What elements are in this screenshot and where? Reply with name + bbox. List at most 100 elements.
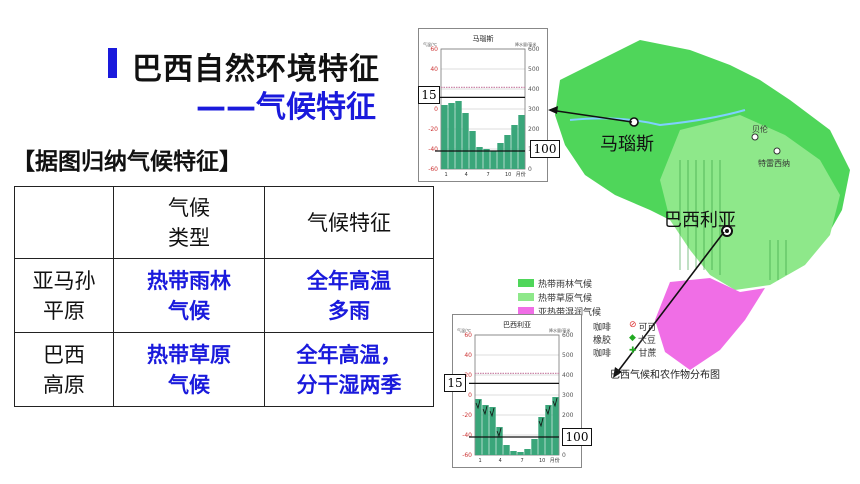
chart-frame [440, 48, 526, 170]
hatch-mark [489, 407, 495, 418]
table-row: 巴西高原 热带草原气候 全年高温，分干湿两季 [14, 332, 434, 407]
chart-right-tick: 400 [528, 86, 540, 93]
hatch-mark [496, 427, 502, 438]
chart-month-tick: 4 [465, 172, 468, 178]
map-caption: 巴西气候和农作物分布图 [610, 370, 720, 381]
precip-bar [545, 405, 552, 455]
hatch-mark [475, 399, 481, 410]
title-accent-bar [108, 48, 117, 78]
table-header-cell: 气候特征 [264, 186, 434, 259]
precip-bar [524, 449, 531, 455]
table-cell-region: 巴西高原 [14, 332, 114, 407]
page-subtitle: ——气候特征 [196, 90, 376, 125]
chart-month-tick: 7 [486, 172, 489, 178]
chart-left-tick: -20 [428, 126, 438, 133]
chart-left-tick: 0 [434, 106, 438, 113]
manaus-temp-label: 15 [418, 86, 440, 104]
precip-bar [441, 105, 448, 169]
city-dot [773, 147, 781, 155]
chart-left-tick: 60 [464, 332, 472, 339]
chart-right-tick: 600 [562, 332, 574, 339]
table-cell-type: 热带雨林气候 [113, 258, 265, 333]
table-header-row: 气候类型 气候特征 [14, 186, 434, 259]
manaus-precip-label: 100 [530, 140, 560, 158]
precip-bar [476, 147, 483, 169]
chart-left-tick: 40 [464, 352, 472, 359]
chart-right-tick: 600 [528, 46, 540, 53]
subtropical-region [655, 278, 765, 370]
chart-left-tick: 20 [464, 372, 472, 379]
chart-month-tick: 1 [444, 172, 447, 178]
chart-month-tick: 10 [539, 458, 545, 464]
chart-left-tick: -20 [462, 412, 472, 419]
crop-label: 可可 [638, 323, 657, 333]
crop-legend: 咖啡⊘可可 橡胶◆大豆 咖啡✚甘蔗 [593, 320, 673, 359]
hatch-mark [538, 417, 544, 428]
legend-label: 亚热带湿润气候 [538, 307, 602, 318]
table-row: 亚马孙平原 热带雨林气候 全年高温多雨 [14, 258, 434, 333]
crop-label: 咖啡 [593, 323, 612, 333]
precip-bar [496, 427, 503, 455]
chart-month-tick: 4 [499, 458, 502, 464]
chart-left-tick: -40 [462, 432, 472, 439]
sugarcane-icon: ✚ [629, 346, 637, 356]
precip-bar [489, 407, 496, 455]
crop-label: 大豆 [637, 336, 656, 346]
chart-left-unit: 气温/℃ [457, 327, 471, 333]
precip-bar [552, 397, 559, 455]
map-legend: 热带雨林气候 热带草原气候 亚热带湿润气候 [518, 276, 601, 318]
hatch-mark [482, 405, 488, 416]
chart-right-tick: 200 [528, 126, 540, 133]
map-label-brasilia: 巴西利亚 [664, 210, 736, 231]
city-dot [751, 133, 759, 141]
precip-bar [462, 113, 469, 169]
climate-table: 气候类型 气候特征 亚马孙平原 热带雨林气候 全年高温多雨 巴西高原 热带草原气… [14, 186, 434, 407]
cocoa-icon: ⊘ [629, 320, 637, 330]
table-cell-feature: 全年高温，分干湿两季 [264, 332, 434, 407]
chart-right-tick: 0 [528, 166, 532, 173]
chart-right-tick: 300 [562, 392, 574, 399]
precip-bar [497, 143, 504, 169]
chart-month-tick: 1 [478, 458, 481, 464]
chart-left-tick: -40 [428, 146, 438, 153]
soybean-icon: ◆ [629, 333, 636, 343]
arrow-manaus [549, 109, 633, 123]
chart-month-tick: 7 [520, 458, 523, 464]
crop-label: 橡胶 [593, 336, 612, 346]
chart-title: 巴西利亚 [503, 320, 531, 329]
arrow-head [613, 367, 622, 378]
manaus-chart-svg: 马瑙斯气温/℃降水量/毫米6060040500204000300-20200-4… [423, 34, 540, 178]
chart-month-tick: 月份 [516, 171, 526, 178]
arrow-head [548, 106, 558, 114]
chart-left-unit: 气温/℃ [423, 41, 437, 47]
brasilia-temp-label: 15 [444, 374, 466, 392]
table-header-cell: 气候类型 [113, 186, 265, 259]
hatch-mark [552, 397, 558, 408]
map-label-small-city: 特雷西纳 [758, 159, 790, 168]
precip-bar [448, 103, 455, 169]
map-label-manaus: 马瑙斯 [600, 134, 654, 155]
chart-title: 马瑙斯 [473, 34, 494, 43]
chart-left-tick: -60 [428, 166, 438, 173]
precip-bar [482, 405, 489, 455]
table-cell-region: 亚马孙平原 [14, 258, 114, 333]
table-cell-type: 热带草原气候 [113, 332, 265, 407]
precip-bar [538, 417, 545, 455]
crop-label: 甘蔗 [638, 349, 657, 359]
precip-bar [455, 101, 462, 169]
legend-label: 热带草原气候 [538, 293, 593, 304]
chart-left-tick: -60 [462, 452, 472, 459]
precip-bar [490, 151, 497, 169]
precip-bar [503, 445, 510, 455]
precip-bar [517, 452, 524, 455]
manaus-climate-chart: 马瑙斯气温/℃降水量/毫米6060040500204000300-20200-4… [418, 28, 548, 182]
precip-bar [511, 125, 518, 169]
brasilia-marker [721, 225, 733, 237]
chart-month-tick: 月份 [550, 457, 560, 464]
chart-left-tick: 0 [468, 392, 472, 399]
chart-right-tick: 300 [528, 106, 540, 113]
hatch-mark [545, 405, 551, 416]
